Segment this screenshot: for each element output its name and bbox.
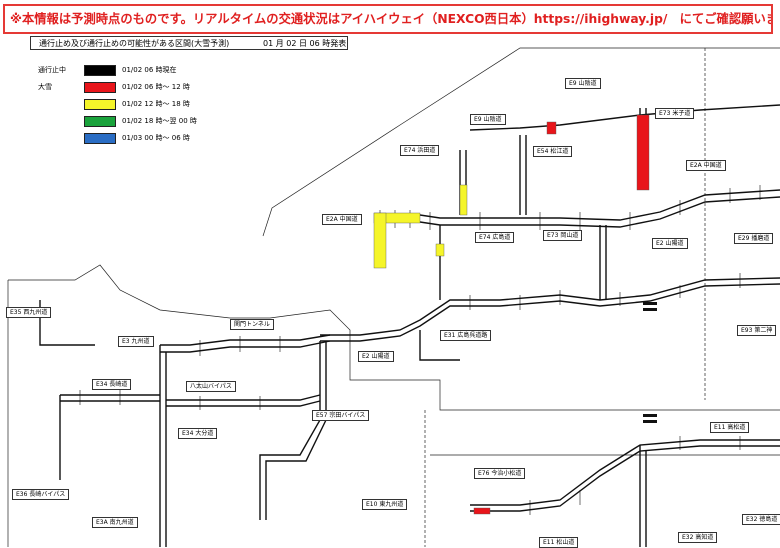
legend-time: 01/02 06 時現在: [122, 66, 177, 74]
legend-time: 01/02 06 時～ 12 時: [122, 83, 190, 91]
route-line-e34o-2: [166, 400, 321, 407]
region-border-kyushu-north: [8, 264, 780, 411]
route-label: E10 東九州道: [362, 499, 408, 510]
route-label: E36 長崎バイパス: [12, 489, 70, 500]
legend-label: 通行止中: [38, 66, 66, 74]
route-label: E74 広島道: [475, 232, 515, 243]
map-title: 通行止め及び通行止めの可能性がある区間(大雪予測): [39, 39, 230, 48]
legend-time: 01/02 12 時～ 18 時: [122, 100, 190, 108]
route-label: E2 山陽道: [358, 351, 394, 362]
published-time: 01 月 02 日 06 時発表: [263, 39, 347, 48]
route-label: 八太山バイパス: [186, 381, 236, 392]
route-line-e3-top2: [160, 340, 331, 353]
legend-time: 01/03 00 時～ 06 時: [122, 134, 190, 142]
legend-row-yellow: 01/02 12 時～ 18 時: [30, 98, 230, 110]
route-line-e9: [469, 104, 780, 131]
route-label: E73 岡山道: [543, 230, 583, 241]
closure-segments: [373, 114, 650, 515]
route-label: E2A 中国道: [686, 160, 726, 171]
legend-swatch-green: [84, 116, 116, 127]
route-line-e31: [419, 330, 460, 361]
route-label: E34 大分道: [178, 428, 218, 439]
legend-swatch-blue: [84, 133, 116, 144]
region-border-chugoku: [262, 47, 780, 237]
route-label: E74 浜田道: [400, 145, 440, 156]
route-label: E11 高松道: [710, 422, 750, 433]
route-label: E2 山陽道: [652, 238, 688, 249]
segment-yellow-e74h: [435, 243, 445, 257]
route-label: E9 山陰道: [565, 78, 601, 89]
route-label: E57 宗田バイパス: [312, 410, 370, 421]
route-label: E76 今治小松道: [474, 468, 526, 479]
route-label: E54 松江道: [533, 146, 573, 157]
segment-yellow-e74: [459, 184, 468, 216]
route-line-e2: [320, 277, 780, 336]
legend-row-blue: 01/03 00 時～ 06 時: [30, 132, 230, 144]
legend-swatch-black: [84, 65, 116, 76]
legend-label: 大雪: [38, 83, 52, 91]
segment-red-e76: [473, 507, 491, 515]
route-label: E2A 中国道: [322, 214, 362, 225]
legend-row-closed: 通行止中 01/02 06 時現在: [30, 64, 230, 76]
legend-swatch-red: [84, 82, 116, 93]
route-label: E73 米子道: [655, 108, 695, 119]
segment-red-e9: [546, 121, 557, 135]
legend-time: 01/02 18 時～翌 00 時: [122, 117, 197, 125]
route-label: E93 第二神: [737, 325, 777, 336]
route-label: E32 高知道: [678, 532, 718, 543]
route-line-e2-2: [320, 283, 780, 342]
notice-banner: ※本情報は予測時点のものです。リアルタイムの交通状況はアイハイウェイ（NEXCO…: [3, 4, 773, 34]
route-label: E3A 南九州道: [92, 517, 138, 528]
legend-swatch-yellow: [84, 99, 116, 110]
route-line-e2a-2: [375, 196, 780, 228]
route-line-e11-2: [470, 445, 780, 512]
legend-row-green: 01/02 18 時～翌 00 時: [30, 115, 230, 127]
route-line-e3-top: [160, 334, 331, 346]
segment-red-e73: [636, 114, 650, 191]
route-line-e2a: [375, 189, 780, 221]
route-label: E9 山陰道: [470, 114, 506, 125]
notice-text: ※本情報は予測時点のものです。リアルタイムの交通状況はアイハイウェイ（NEXCO…: [10, 12, 773, 26]
route-label: E35 西九州道: [6, 307, 52, 318]
route-line-e10-2: [265, 341, 327, 520]
route-label: 関門トンネル: [230, 319, 274, 330]
bridge-markers: [643, 302, 657, 423]
route-line-e11: [470, 439, 780, 506]
route-line-e10: [259, 341, 321, 520]
legend-row-red: 大雪 01/02 06 時～ 12 時: [30, 81, 230, 93]
route-label: E29 播磨道: [734, 233, 774, 244]
route-label: E31 広島呉道路: [440, 330, 492, 341]
route-label: E11 松山道: [539, 537, 579, 548]
segment-yellow-e2a-west: [373, 212, 387, 269]
map-title-box: 通行止め及び通行止めの可能性がある区間(大雪予測) 01 月 02 日 06 時…: [30, 36, 348, 50]
route-line-e34o: [166, 394, 321, 401]
route-label: E34 長崎道: [92, 379, 132, 390]
route-label: E32 徳島道: [742, 514, 780, 525]
route-label: E3 九州道: [118, 336, 154, 347]
